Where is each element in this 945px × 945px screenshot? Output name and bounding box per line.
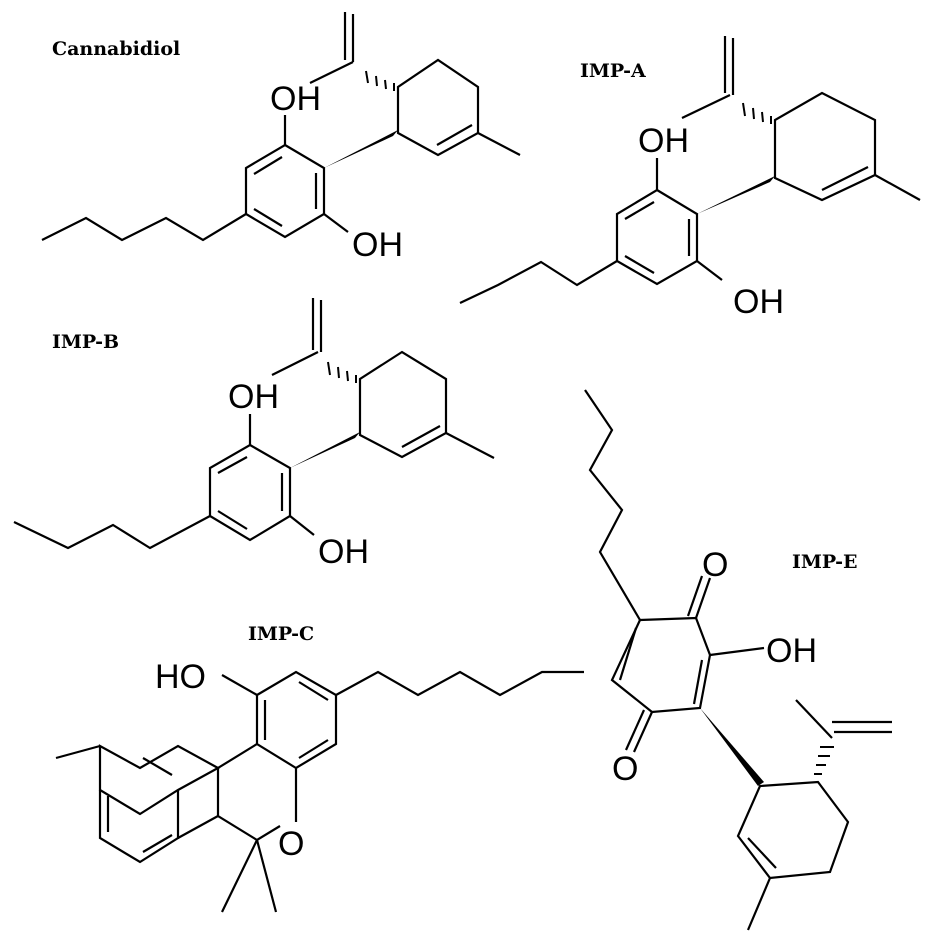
hydroxyl-label: OH [766, 632, 817, 670]
double-bond [618, 627, 638, 681]
aromatic-ring [98, 790, 180, 864]
methyl-bond [255, 839, 278, 913]
double-bond [624, 255, 655, 274]
hydroxyl-label: OH [318, 533, 369, 571]
double-bond [253, 208, 283, 227]
ring-bond [177, 815, 219, 839]
isopropenyl-bond [309, 61, 354, 84]
structure-title: IMP-E [792, 551, 858, 573]
wedge-bond [700, 708, 764, 786]
structure-title: IMP-B [52, 331, 119, 353]
methyl-bond [746, 877, 772, 931]
hydroxyl-label: HO [155, 658, 206, 696]
wedge-bond [290, 432, 360, 468]
aromatic-ring [255, 670, 338, 770]
carbonyl-bond [632, 711, 654, 753]
aromatic-ring [244, 143, 326, 239]
double-bond [253, 156, 283, 175]
butyl-chain [13, 515, 211, 550]
hydroxyl-label: OH [352, 226, 403, 264]
double-bond [692, 659, 704, 705]
isopropenyl-bond [681, 94, 731, 119]
methyl-bond [445, 432, 495, 459]
hashed-bond [742, 102, 772, 124]
hydroxyl-label: OH [228, 378, 279, 416]
hydroxyl-bond [696, 260, 723, 281]
pentyl-chain [41, 213, 247, 242]
oxygen-label: O [612, 750, 638, 788]
hydroxyl-label: OH [638, 122, 689, 160]
oxygen-label: O [278, 825, 304, 863]
double-bond [747, 837, 777, 869]
double-bond [217, 510, 248, 530]
structure-title: IMP-A [580, 60, 646, 82]
methyl-bond [221, 839, 258, 913]
cyclohexene-ring [736, 780, 850, 880]
wedge-bond [697, 176, 775, 214]
hydroxyl-bond [289, 515, 315, 536]
methyl-bond [477, 132, 521, 156]
oxygen-label: O [702, 546, 728, 584]
isopropenyl-bond [795, 699, 833, 739]
double-bond [142, 834, 173, 853]
double-bond [821, 166, 869, 191]
propyl-chain [459, 260, 618, 304]
hashed-bond [814, 746, 834, 775]
structure-title: Cannabidiol [52, 38, 180, 60]
structure-imp-e: IMP-E O O OH [584, 389, 892, 931]
double-bond [142, 757, 173, 776]
double-bond [298, 681, 329, 701]
structure-imp-b: IMP-B OH OH [13, 298, 495, 571]
structure-title: IMP-C [248, 623, 314, 645]
carbonyl-bond [686, 575, 704, 617]
hydroxyl-bond [323, 213, 349, 233]
structure-cannabidiol: Cannabidiol OH OH [41, 12, 521, 264]
isopropenyl-bond [271, 351, 319, 376]
structure-imp-a: IMP-A OH OH [459, 36, 921, 321]
methyl-bond [874, 174, 921, 201]
hashed-bond [365, 70, 395, 91]
methyl-bond [55, 744, 101, 760]
double-bond [217, 456, 248, 474]
carbonyl-bond [624, 709, 646, 751]
pentyl-chain [584, 389, 641, 621]
structure-imp-c: IMP-C HO O [55, 623, 584, 913]
cyclohexene-ring [396, 58, 480, 157]
pentyl-chain [335, 670, 584, 697]
carbonyl-bond [694, 577, 712, 619]
hydroxyl-label: OH [733, 283, 784, 321]
wedge-bond [324, 130, 398, 168]
double-bond [436, 124, 473, 146]
cyclohexene-ring [773, 91, 877, 202]
aromatic-ring [98, 744, 221, 816]
double-bond [298, 739, 329, 759]
hydroxyl-bond [221, 674, 258, 696]
hashed-bond [327, 361, 357, 383]
double-bond [624, 201, 655, 220]
hydroxyl-label: OH [270, 80, 321, 118]
double-bond [401, 425, 441, 448]
pyran-ring [216, 743, 281, 842]
cyclohexene-ring [358, 350, 448, 459]
aromatic-ring [208, 443, 292, 542]
aromatic-ring [615, 188, 699, 286]
hydroxyl-bond [709, 646, 765, 657]
